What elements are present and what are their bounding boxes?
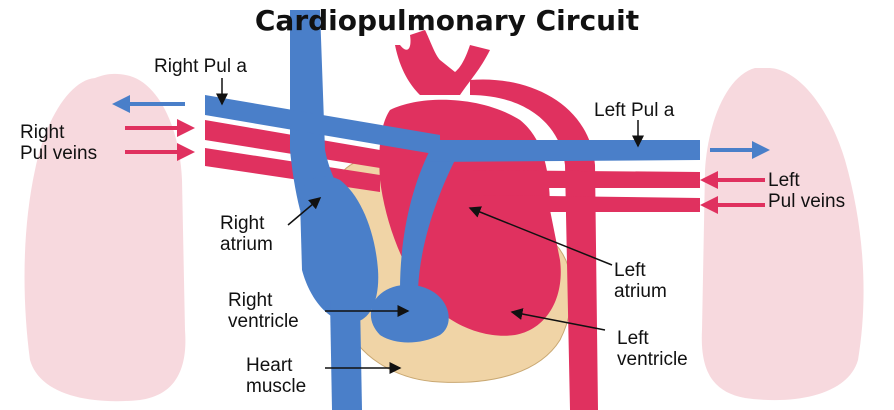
label-left-pul-veins-line1: Left bbox=[768, 170, 845, 191]
label-left-atrium-line2: atrium bbox=[614, 281, 667, 302]
label-right-ventricle-line1: Right bbox=[228, 290, 299, 311]
label-right-atrium: Right atrium bbox=[220, 213, 273, 255]
left-lung bbox=[702, 68, 864, 400]
label-left-ventricle-line2: ventricle bbox=[617, 349, 688, 370]
label-left-pul-a-text: Left Pul a bbox=[594, 100, 674, 121]
label-right-pul-veins: Right Pul veins bbox=[20, 122, 97, 164]
label-right-pul-a-text: Right Pul a bbox=[154, 56, 247, 77]
label-heart-muscle-line2: muscle bbox=[246, 376, 306, 397]
label-right-ventricle: Right ventricle bbox=[228, 290, 299, 332]
label-right-pul-a: Right Pul a bbox=[154, 56, 247, 77]
label-left-pul-veins-line2: Pul veins bbox=[768, 191, 845, 212]
label-heart-muscle-line1: Heart bbox=[246, 355, 306, 376]
label-right-pul-veins-line2: Pul veins bbox=[20, 143, 97, 164]
diagram-title: Cardiopulmonary Circuit bbox=[0, 4, 894, 37]
label-right-atrium-line1: Right bbox=[220, 213, 273, 234]
label-heart-muscle: Heart muscle bbox=[246, 355, 306, 397]
inferior-vena-cava bbox=[330, 300, 362, 410]
label-right-ventricle-line2: ventricle bbox=[228, 311, 299, 332]
left-pul-artery-vessel bbox=[430, 140, 700, 162]
label-left-ventricle-line1: Left bbox=[617, 328, 688, 349]
label-left-pul-a: Left Pul a bbox=[594, 100, 674, 121]
label-left-pul-veins: Left Pul veins bbox=[768, 170, 845, 212]
label-left-atrium: Left atrium bbox=[614, 260, 667, 302]
label-right-atrium-line2: atrium bbox=[220, 234, 273, 255]
label-left-atrium-line1: Left bbox=[614, 260, 667, 281]
label-left-ventricle: Left ventricle bbox=[617, 328, 688, 370]
label-right-pul-veins-line1: Right bbox=[20, 122, 97, 143]
